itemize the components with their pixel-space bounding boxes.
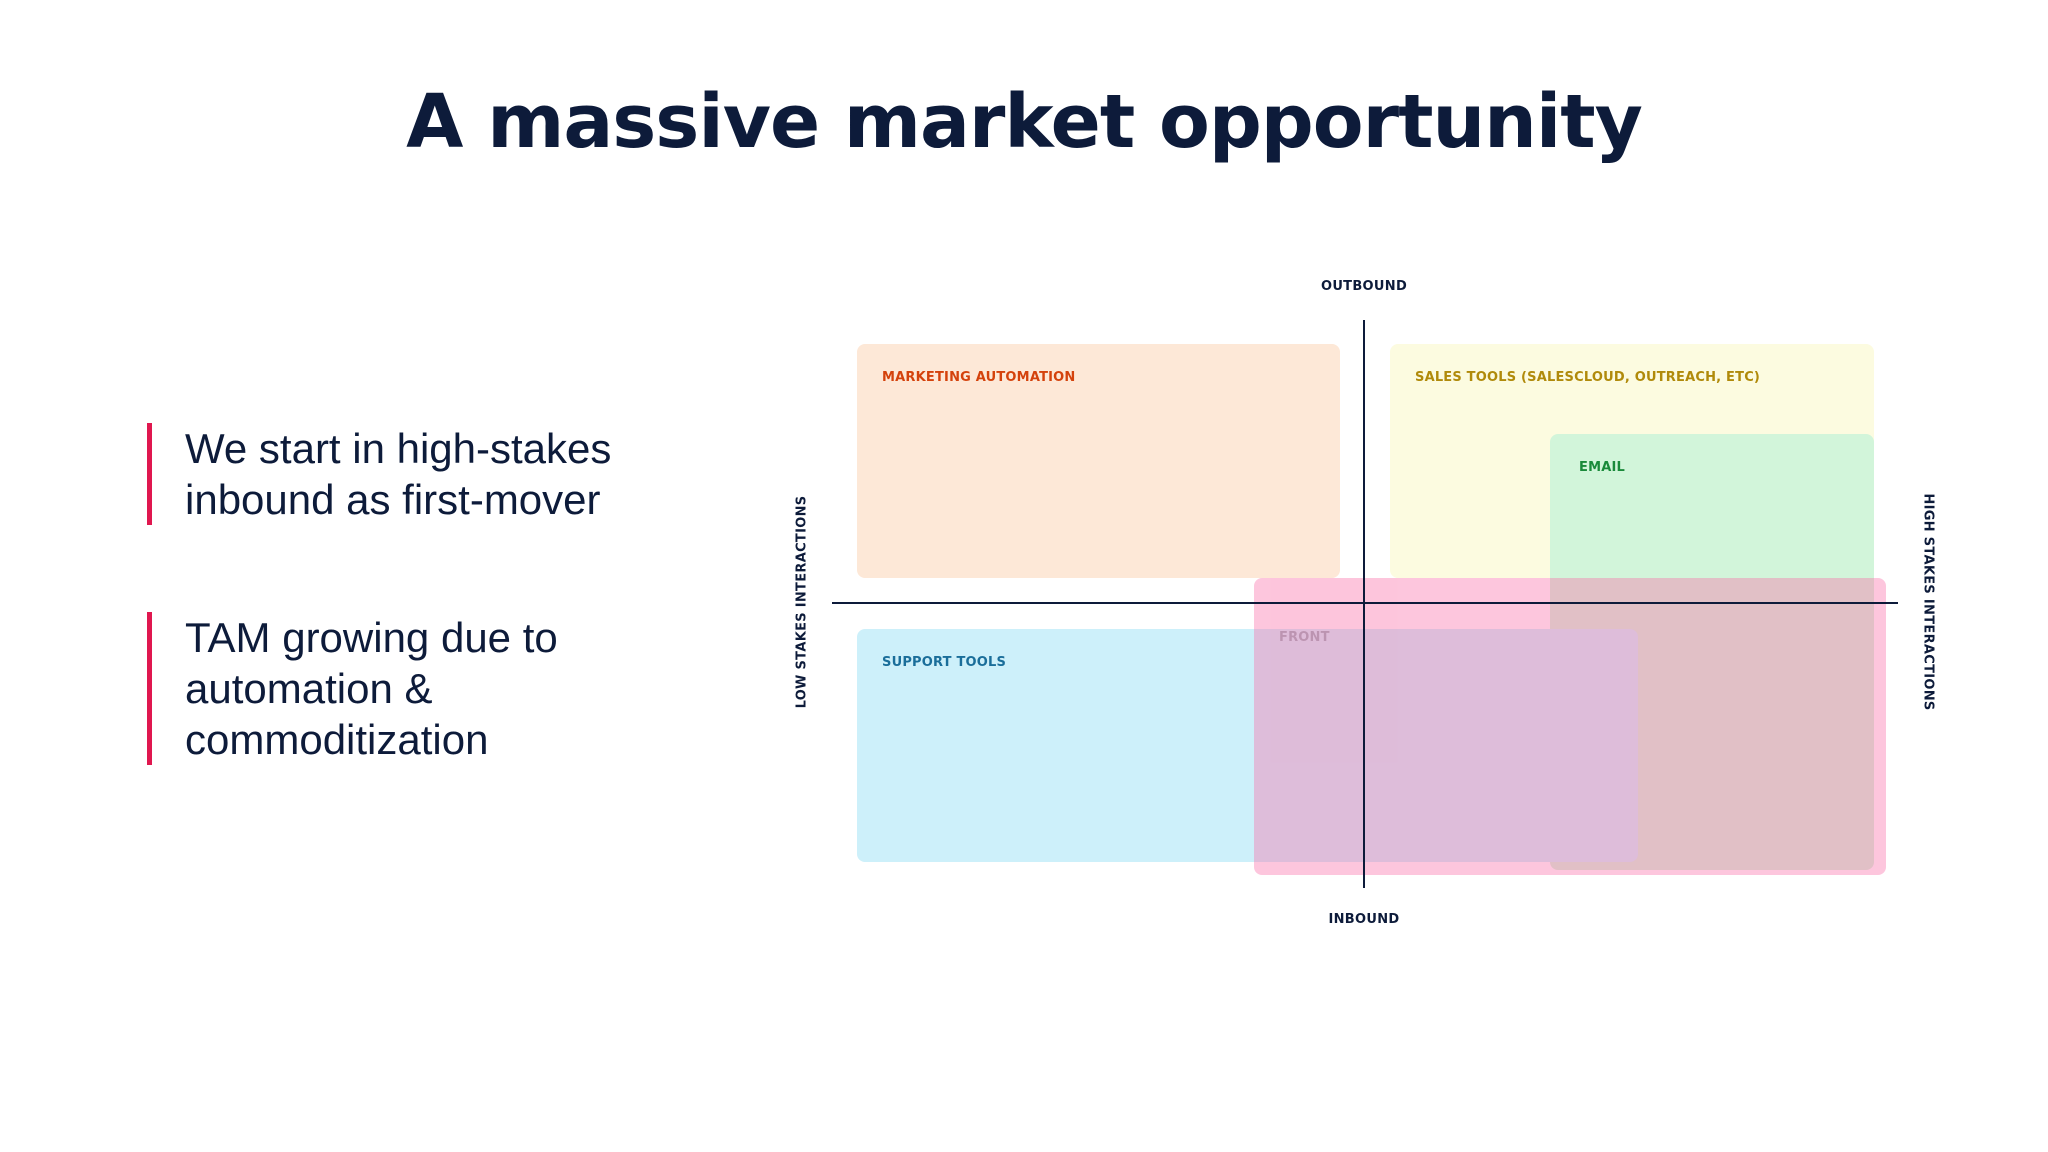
email-label: EMAIL [1579, 460, 1625, 475]
bullet-tam-growth: TAM growing due to automation & commodit… [147, 612, 665, 765]
marketing-automation-label: MARKETING AUTOMATION [882, 370, 1076, 385]
front-label: FRONT [1279, 630, 1330, 645]
bullet-text-line: We start in high-stakes [185, 425, 612, 472]
low-stakes-axis-label: LOW STAKES INTERACTIONS [794, 495, 810, 709]
market-quadrant-diagram: MARKETING AUTOMATION SALES TOOLS (SALESC… [790, 275, 1990, 935]
bullet-first-mover: We start in high-stakes inbound as first… [147, 423, 745, 525]
bullet-text-line: inbound as first-mover [185, 476, 601, 523]
horizontal-axis-line [832, 602, 1898, 604]
bullet-text-line: commoditization [185, 716, 489, 763]
support-tools-label: SUPPORT TOOLS [882, 655, 1007, 670]
vertical-axis-line [1363, 320, 1365, 888]
bullet-text-line: TAM growing due to [185, 614, 558, 661]
bullet-text-line: automation & [185, 665, 433, 712]
outbound-axis-label: OUTBOUND [1320, 279, 1408, 294]
sales-tools-label: SALES TOOLS (SALESCLOUD, OUTREACH, ETC) [1415, 370, 1761, 385]
page-title: A massive market opportunity [406, 79, 1643, 165]
marketing-automation-region: MARKETING AUTOMATION [857, 344, 1340, 578]
inbound-axis-label: INBOUND [1328, 912, 1400, 927]
support-tools-region: SUPPORT TOOLS [857, 629, 1638, 862]
front-region: FRONT [1254, 578, 1886, 875]
high-stakes-axis-label: HIGH STAKES INTERACTIONS [1920, 493, 1936, 711]
